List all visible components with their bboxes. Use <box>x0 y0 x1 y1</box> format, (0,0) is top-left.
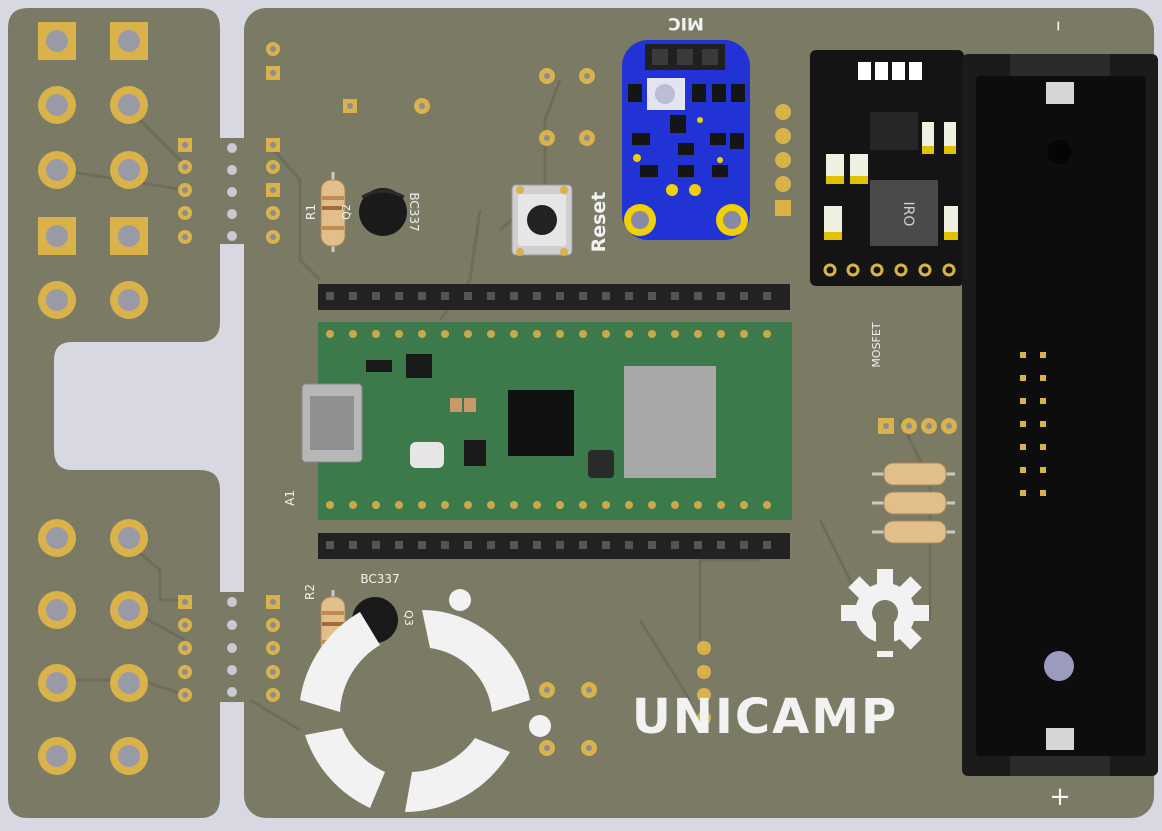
regulator-label: IRO <box>900 202 916 227</box>
q2-label: Q2 <box>340 204 353 220</box>
unicamp-logo-text: UNICAMP <box>632 689 898 745</box>
r2-label: R2 <box>303 584 317 600</box>
reset-label: Reset <box>588 192 610 253</box>
mosfet-label: MOSFET <box>870 322 883 367</box>
transistor-q2 <box>359 188 407 236</box>
gear-icon <box>841 569 929 657</box>
battery-minus-label: – <box>1046 21 1071 32</box>
mic-label: MIC <box>668 13 704 33</box>
small-header-pads <box>178 42 957 756</box>
unicamp-logo-icon <box>300 589 551 812</box>
a1-label: A1 <box>283 490 297 506</box>
q3-label: Q3 <box>402 610 415 626</box>
bc337-label-bottom: BC337 <box>360 572 399 586</box>
resistor-r1 <box>320 172 346 252</box>
left-panel-pads <box>38 22 148 775</box>
reset-button[interactable] <box>511 184 573 256</box>
battery-holder <box>962 54 1158 776</box>
resistor-bank <box>872 462 955 544</box>
r1-label: R1 <box>304 204 318 220</box>
regulator-module <box>810 50 964 286</box>
pin-header-top <box>318 284 790 310</box>
battery-plus-label: + <box>1049 782 1071 812</box>
mic-module <box>622 40 750 240</box>
pin-header-bottom <box>318 533 790 559</box>
bc337-label-top: BC337 <box>407 192 421 231</box>
pico-board <box>301 322 792 520</box>
